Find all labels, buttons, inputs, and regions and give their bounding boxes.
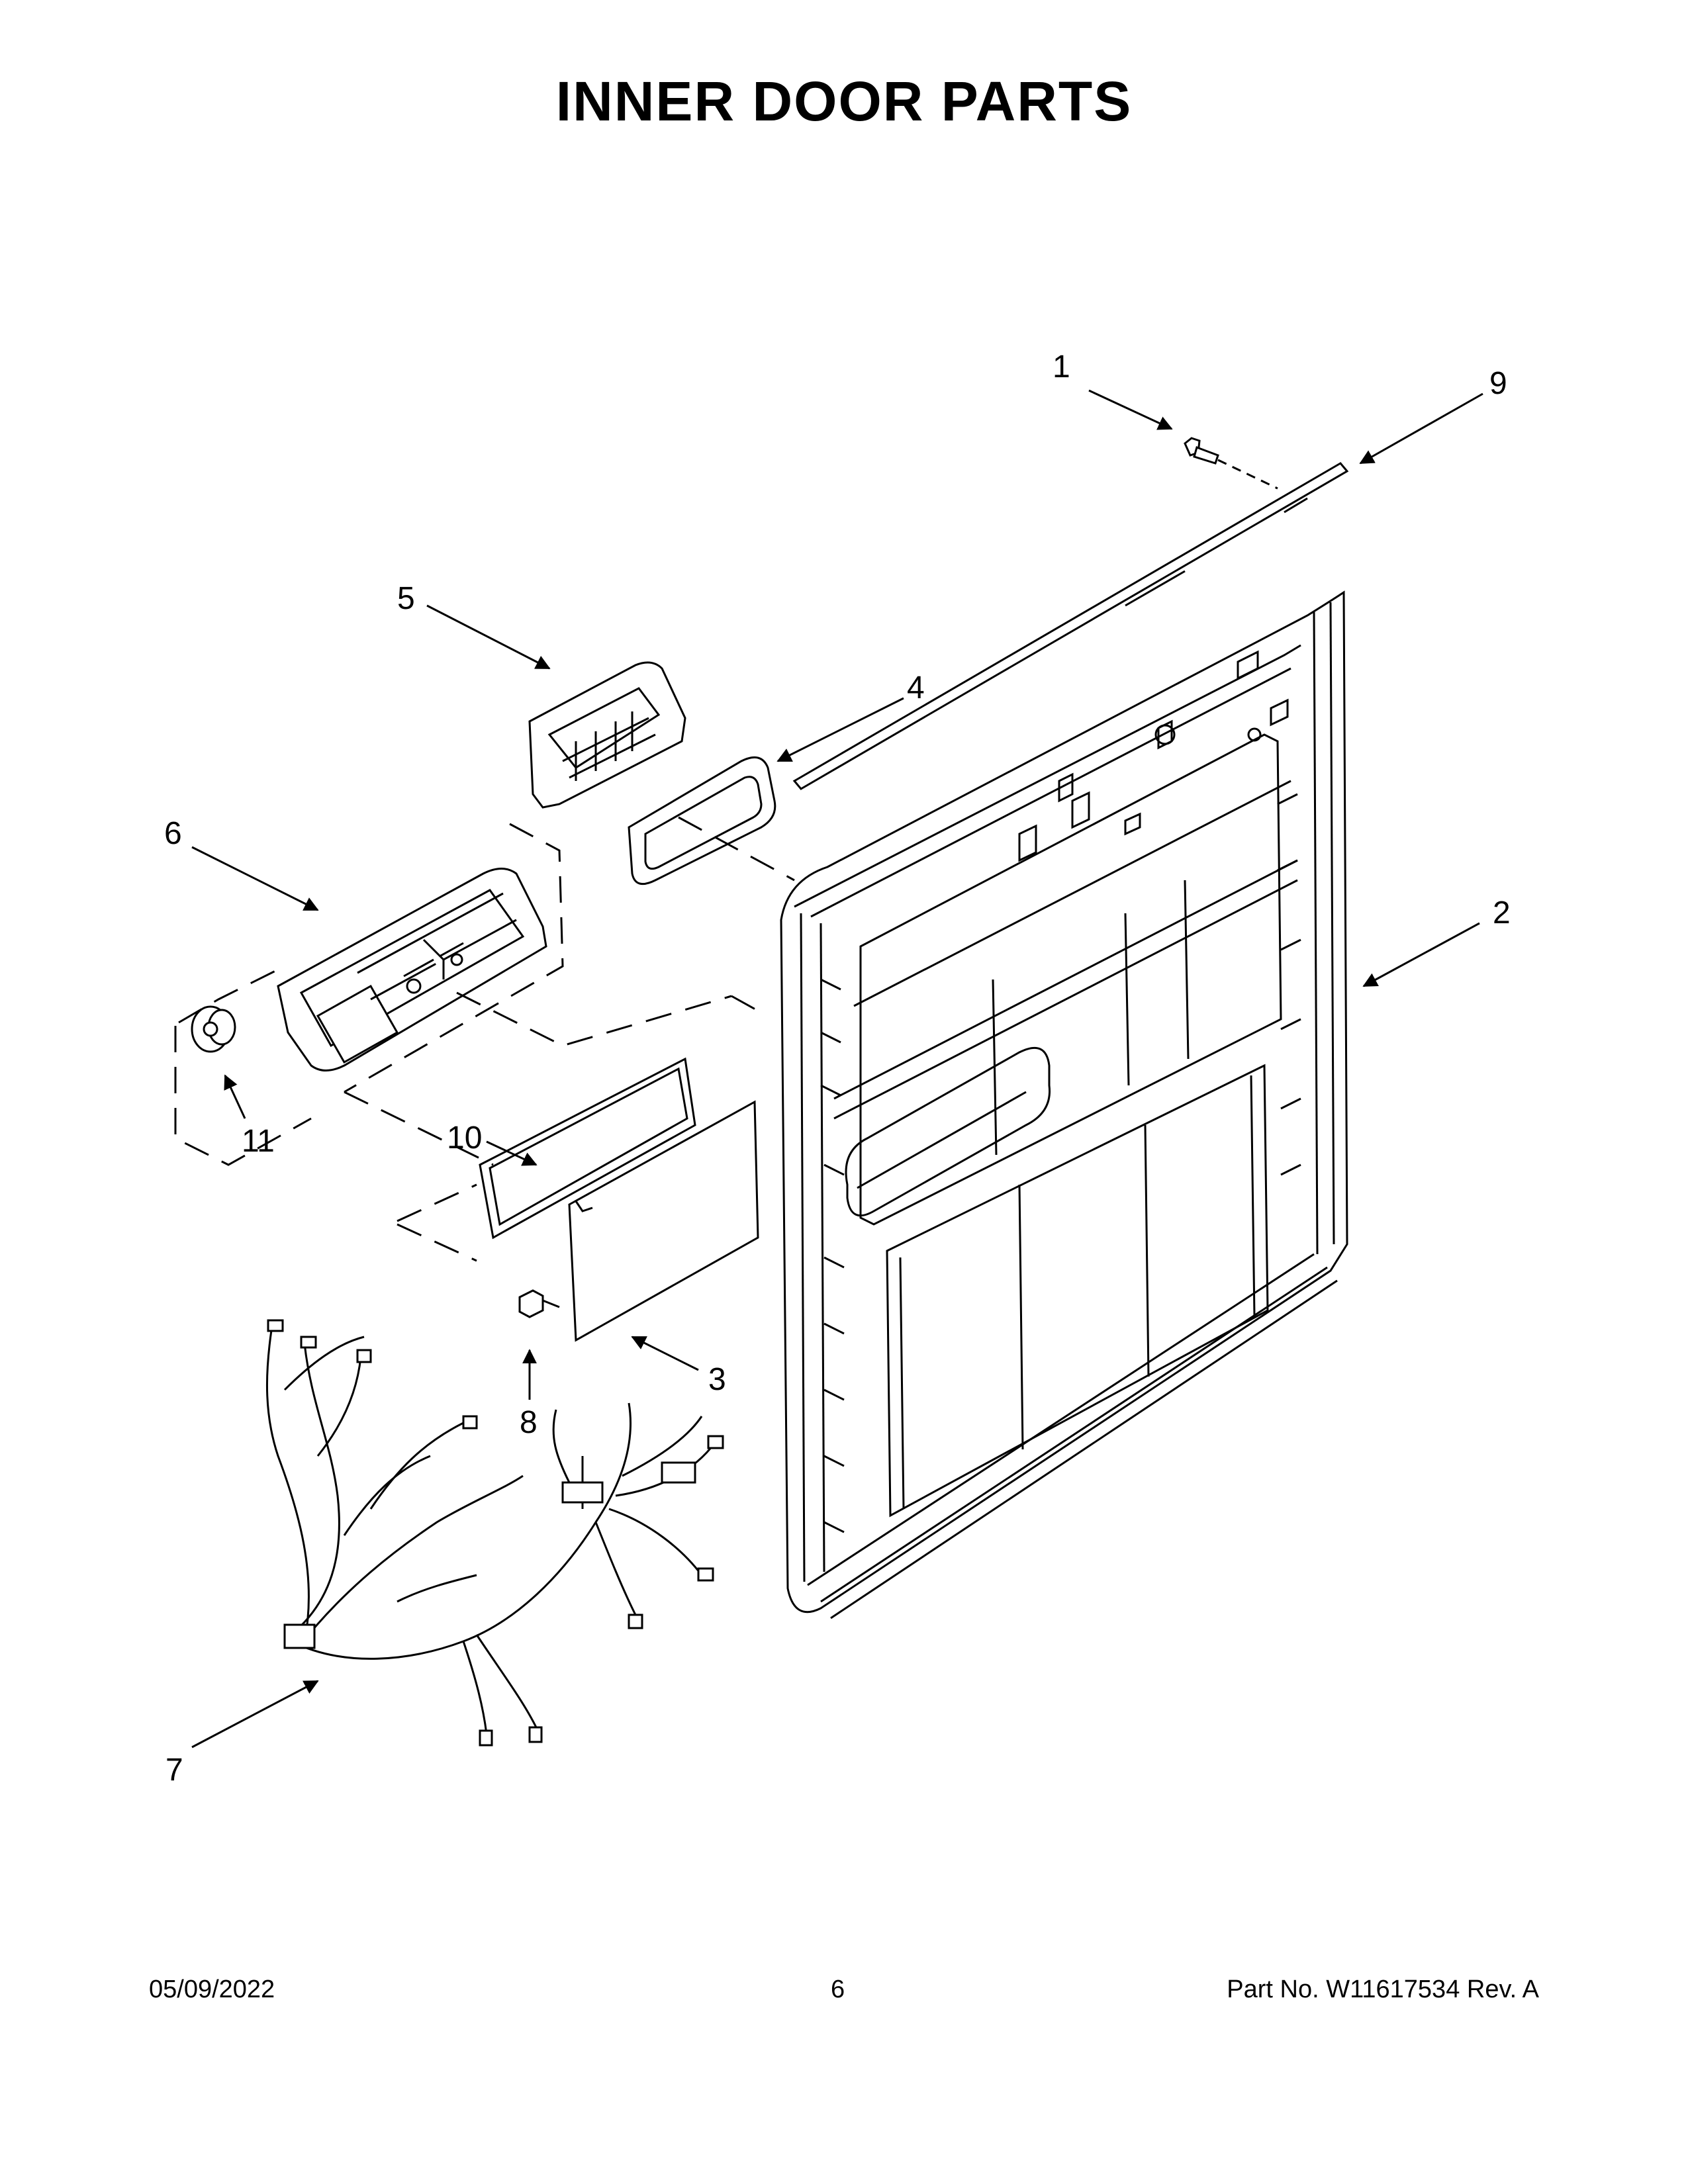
vent-gasket <box>628 756 776 886</box>
inner-door-panel <box>780 590 1348 1619</box>
callout-11: 11 <box>242 1124 275 1159</box>
dispenser-outline <box>174 823 564 1166</box>
board-dashed-links <box>344 816 795 1262</box>
detergent-dispenser <box>277 868 547 1071</box>
footer-date: 05/09/2022 <box>149 1976 275 2003</box>
callout-2: 2 <box>1493 895 1511 931</box>
control-board-bracket <box>479 1057 696 1240</box>
callout-4: 4 <box>907 670 925 705</box>
callout-6: 6 <box>164 816 182 851</box>
dispenser-knob <box>191 1005 236 1053</box>
screw-part-8 <box>518 1289 560 1318</box>
vent-assembly <box>528 661 686 809</box>
callout-8: 8 <box>520 1405 538 1440</box>
footer-part-number: Part No. W11617534 Rev. A <box>1227 1976 1539 2003</box>
footer-page-number: 6 <box>831 1976 845 2003</box>
callout-10: 10 <box>447 1120 482 1156</box>
wire-harness <box>265 1319 724 1747</box>
control-board <box>568 1100 759 1342</box>
leader-arrows <box>191 389 1483 1749</box>
callout-3: 3 <box>708 1362 726 1397</box>
callout-7: 7 <box>165 1752 183 1788</box>
screw-part-1 <box>1184 437 1278 490</box>
callout-5: 5 <box>397 581 415 616</box>
callout-1: 1 <box>1053 349 1070 385</box>
vent-trim-strip <box>792 462 1349 790</box>
callout-9: 9 <box>1489 366 1507 401</box>
page-title: INNER DOOR PARTS <box>555 70 1133 132</box>
